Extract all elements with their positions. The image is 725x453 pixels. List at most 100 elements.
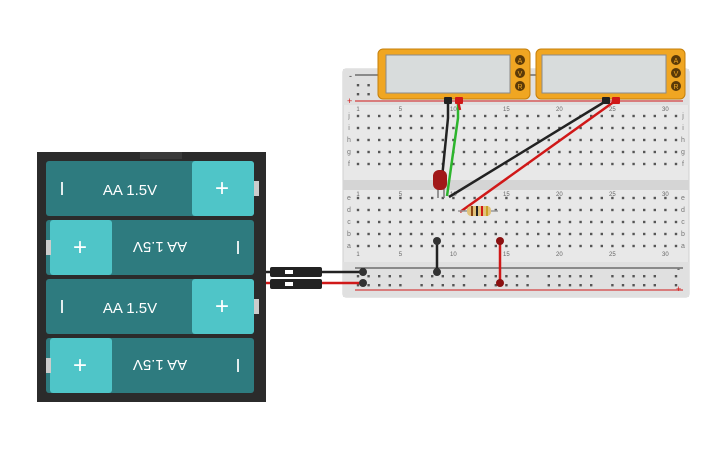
rail-hole[interactable] — [367, 93, 370, 96]
hole[interactable] — [600, 162, 603, 166]
hole[interactable] — [431, 162, 434, 166]
rail-hole[interactable] — [441, 284, 444, 287]
hole[interactable] — [537, 196, 540, 200]
hole[interactable] — [409, 208, 413, 212]
hole[interactable] — [600, 196, 603, 200]
hole[interactable] — [621, 220, 625, 224]
rail-hole[interactable] — [632, 284, 635, 287]
hole[interactable] — [388, 138, 391, 142]
hole[interactable] — [515, 232, 519, 236]
hole[interactable] — [452, 232, 455, 236]
hole[interactable] — [674, 162, 678, 166]
hole[interactable] — [558, 114, 561, 118]
hole[interactable] — [674, 208, 678, 212]
hole[interactable] — [431, 232, 434, 236]
hole[interactable] — [600, 138, 603, 142]
hole[interactable] — [632, 220, 635, 224]
hole[interactable] — [462, 162, 466, 166]
hole[interactable] — [505, 220, 508, 224]
hole[interactable] — [441, 196, 444, 200]
hole[interactable] — [431, 150, 434, 154]
hole[interactable] — [356, 150, 360, 154]
hole[interactable] — [356, 196, 360, 200]
hole[interactable] — [568, 196, 572, 200]
hole[interactable] — [462, 244, 466, 248]
hole[interactable] — [568, 114, 572, 118]
hole[interactable] — [653, 114, 656, 118]
hole[interactable] — [399, 162, 402, 166]
hole[interactable] — [664, 138, 667, 142]
hole[interactable] — [621, 150, 625, 154]
hole[interactable] — [399, 138, 402, 142]
hole[interactable] — [399, 126, 402, 130]
hole[interactable] — [653, 126, 656, 130]
hole[interactable] — [632, 196, 635, 200]
rail-hole[interactable] — [568, 284, 572, 287]
hole[interactable] — [515, 114, 519, 118]
hole[interactable] — [388, 150, 391, 154]
multimeter-2-mode-buttons[interactable]: A V R — [671, 55, 681, 91]
hole[interactable] — [367, 150, 370, 154]
hole[interactable] — [600, 232, 603, 236]
hole[interactable] — [653, 208, 656, 212]
hole[interactable] — [643, 208, 646, 212]
hole[interactable] — [568, 232, 572, 236]
hole[interactable] — [505, 196, 508, 200]
hole[interactable] — [547, 126, 550, 130]
hole[interactable] — [600, 150, 603, 154]
hole[interactable] — [537, 126, 540, 130]
hole[interactable] — [409, 114, 413, 118]
hole[interactable] — [674, 114, 678, 118]
hole[interactable] — [537, 162, 540, 166]
rail-hole[interactable] — [420, 284, 423, 287]
hole[interactable] — [473, 114, 476, 118]
hole[interactable] — [547, 196, 550, 200]
hole[interactable] — [515, 126, 519, 130]
rail-hole[interactable] — [452, 284, 455, 287]
hole[interactable] — [484, 232, 487, 236]
rail-hole[interactable] — [462, 284, 466, 287]
hole[interactable] — [420, 138, 423, 142]
hole[interactable] — [643, 196, 646, 200]
hole[interactable] — [537, 244, 540, 248]
multimeter-1-mode-v-button[interactable] — [515, 68, 525, 78]
hole[interactable] — [452, 138, 455, 142]
hole[interactable] — [600, 126, 603, 130]
rail-hole[interactable] — [632, 275, 635, 278]
hole[interactable] — [558, 208, 561, 212]
hole[interactable] — [526, 208, 529, 212]
hole[interactable] — [579, 232, 582, 236]
rail-hole[interactable] — [515, 284, 519, 287]
hole[interactable] — [632, 162, 635, 166]
hole[interactable] — [399, 196, 402, 200]
battery-cell-2[interactable]: +IAA 1.5V — [46, 220, 254, 275]
hole[interactable] — [590, 244, 593, 248]
hole[interactable] — [590, 220, 593, 224]
hole[interactable] — [537, 220, 540, 224]
hole[interactable] — [579, 208, 582, 212]
hole[interactable] — [388, 208, 391, 212]
hole[interactable] — [526, 114, 529, 118]
hole[interactable] — [452, 196, 455, 200]
hole[interactable] — [441, 232, 444, 236]
rail-hole[interactable] — [558, 284, 561, 287]
hole[interactable] — [378, 138, 381, 142]
multimeter-2-mode-a-button[interactable] — [671, 55, 681, 65]
hole[interactable] — [632, 244, 635, 248]
hole[interactable] — [431, 220, 434, 224]
hole[interactable] — [431, 244, 434, 248]
hole[interactable] — [515, 244, 519, 248]
rail-hole[interactable] — [452, 275, 455, 278]
hole[interactable] — [441, 114, 444, 118]
hole[interactable] — [515, 150, 519, 154]
hole[interactable] — [367, 162, 370, 166]
hole[interactable] — [462, 232, 466, 236]
hole[interactable] — [568, 138, 572, 142]
hole[interactable] — [621, 138, 625, 142]
rail-hole[interactable] — [653, 275, 656, 278]
rail-hole[interactable] — [431, 275, 434, 278]
hole[interactable] — [611, 138, 614, 142]
hole[interactable] — [611, 220, 614, 224]
hole[interactable] — [547, 232, 550, 236]
